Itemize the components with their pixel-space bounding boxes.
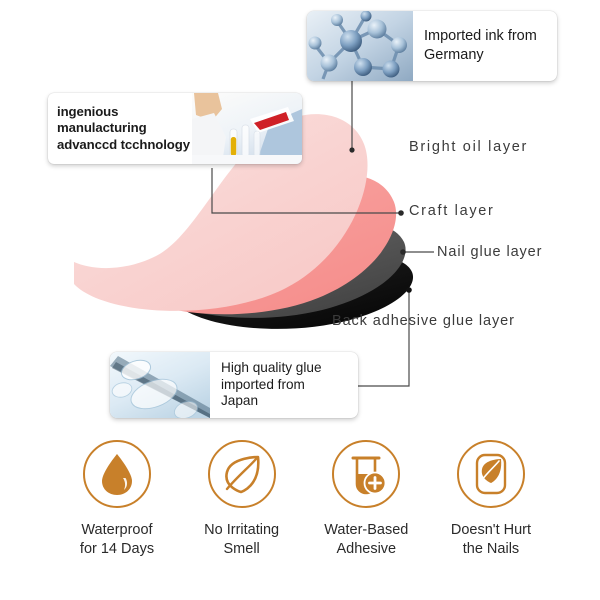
callout-ingenious-manufacturing-text: ingenious manulacturing advanccd tcchnol… — [57, 103, 190, 152]
molecule-structure-photo — [307, 11, 413, 81]
nail-leaf-icon — [475, 453, 507, 495]
laboratory-photo — [192, 93, 302, 164]
feature-no-irritating-smell: No Irritating Smell — [183, 440, 301, 559]
callout-imported-ink-text: Imported ink from Germany — [424, 28, 537, 63]
callout-ingenious-manufacturing: ingenious manulacturing advanccd tcchnol… — [48, 93, 302, 164]
feature-icon-ring-no-harm — [456, 440, 525, 508]
feature-list: Waterproof for 14 Days No Irritating Sme… — [58, 440, 550, 559]
water-drop-icon — [102, 454, 132, 495]
feature-icon-ring-waterproof — [83, 440, 151, 508]
layer-label-nail-glue: Nail glue layer — [437, 244, 543, 260]
callout-imported-ink: Imported ink from Germany — [307, 11, 557, 81]
callout-high-quality-glue-text: High quality glue imported from Japan — [221, 359, 322, 409]
feature-caption-no-harm: Doesn't Hurt the Nails — [450, 522, 532, 558]
layer-label-bright-oil: Bright oil layer — [409, 139, 529, 155]
feature-icon-ring-no-smell — [207, 440, 276, 508]
callout-high-quality-glue: High quality glue imported from Japan — [110, 352, 358, 418]
feature-icon-ring-water-based — [332, 440, 401, 508]
feature-caption-waterproof: Waterproof for 14 Days — [79, 522, 155, 558]
feature-waterproof: Waterproof for 14 Days — [58, 440, 176, 559]
feature-caption-water-based: Water-Based Adhesive — [324, 522, 409, 558]
layer-label-back-adhesive: Back adhesive glue layer — [332, 313, 515, 329]
test-tube-plus-icon — [351, 456, 387, 495]
layer-label-craft: Craft layer — [409, 203, 495, 219]
feature-doesnt-hurt-nails: Doesn't Hurt the Nails — [432, 440, 550, 559]
feature-caption-no-smell: No Irritating Smell — [204, 522, 280, 558]
feature-water-based-adhesive: Water-Based Adhesive — [307, 440, 425, 559]
leaf-icon — [224, 455, 260, 494]
gel-bubbles-photo — [110, 352, 210, 418]
